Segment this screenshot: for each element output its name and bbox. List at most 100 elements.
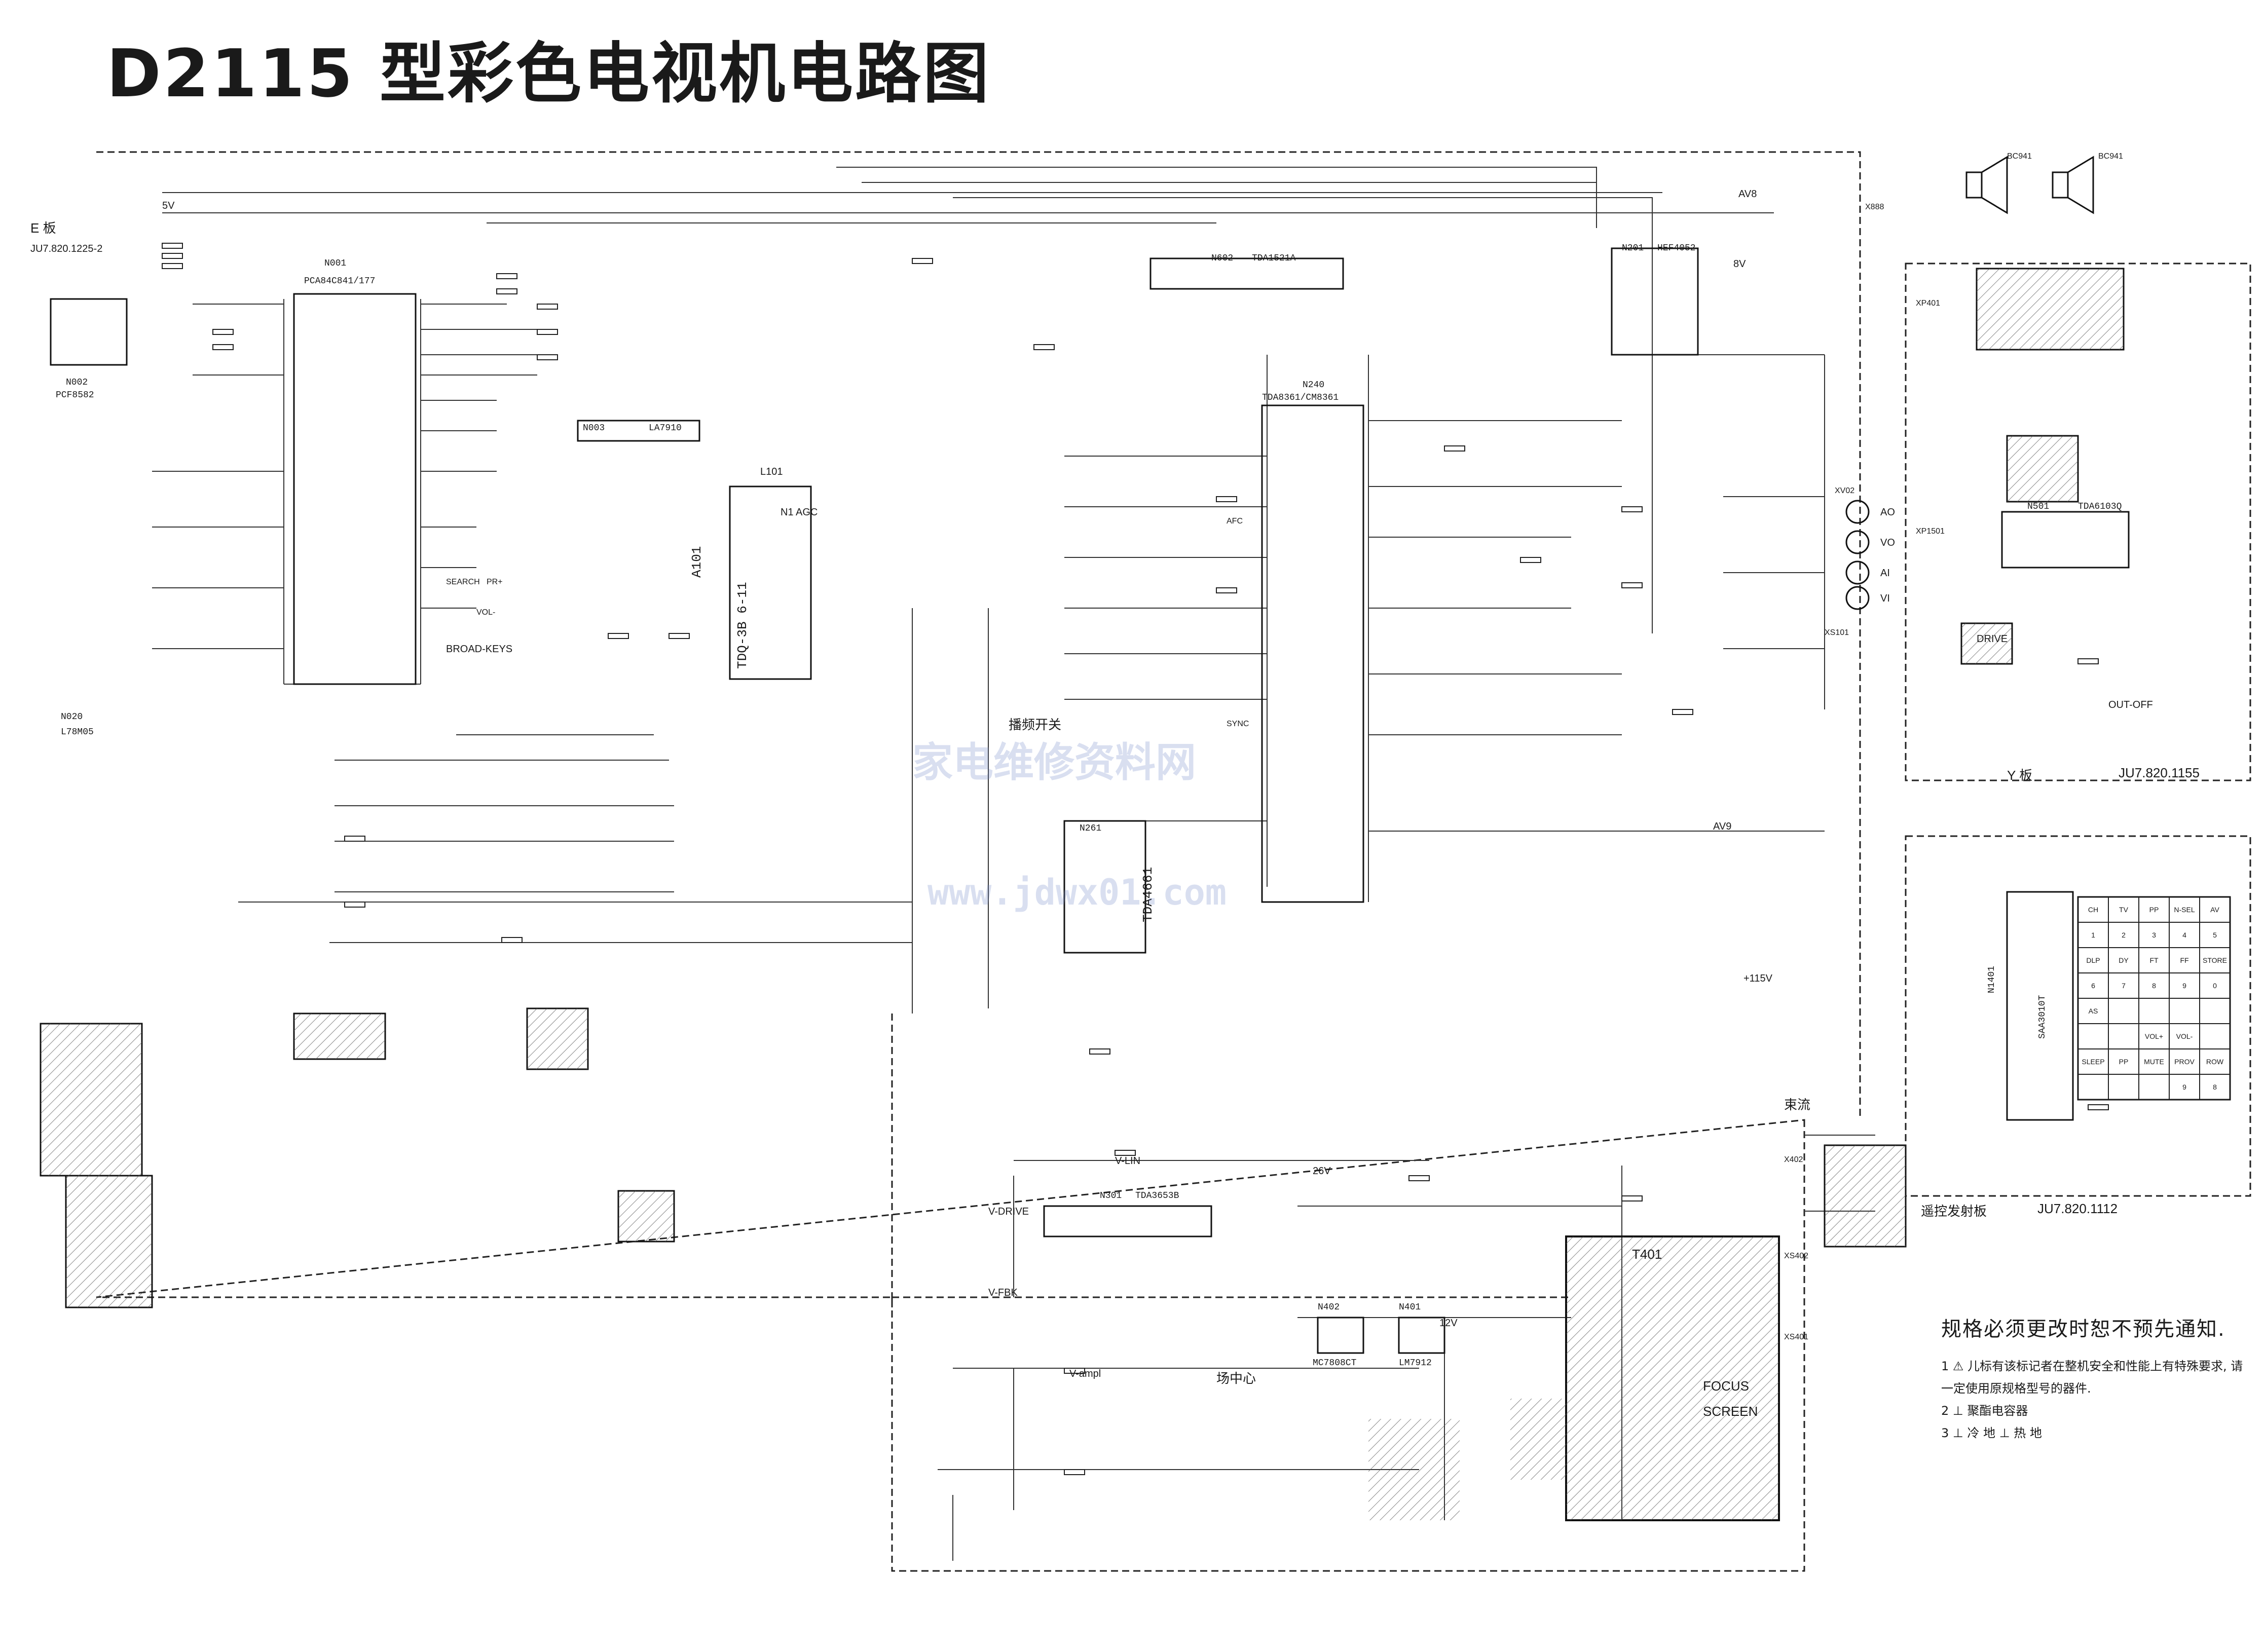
e-board-code: JU7.820.1225-2	[30, 243, 103, 254]
remote-key-cell: 0	[2200, 973, 2230, 998]
remote-key-cell: 8	[2200, 1074, 2230, 1100]
remote-board-label: 遥控发射板	[1921, 1204, 1987, 1219]
av-out-audio-label: AO	[1880, 507, 1895, 518]
vol-key-label: VOL-	[476, 608, 496, 617]
remote-key-cell: DY	[2108, 948, 2139, 973]
pr-key-label: PR+	[487, 578, 503, 586]
remote-key-cell	[2078, 1074, 2108, 1100]
ic-n301-part: TDA3653B	[1135, 1191, 1179, 1201]
v26-label: 26V	[1313, 1166, 1331, 1177]
xv02-label: XV02	[1835, 486, 1855, 495]
ic-n501-label: N501	[2027, 502, 2050, 512]
n240-sync-label: SYNC	[1227, 720, 1249, 728]
ic-n301-label: N301	[1100, 1191, 1122, 1201]
ic-n602-part: TDA1521A	[1252, 253, 1296, 264]
flyback-label: T401	[1632, 1247, 1662, 1262]
watermark-text: 家电维修资料网	[912, 739, 1196, 786]
page-title: D2115 型彩色电视机电路图	[106, 35, 991, 112]
speaker-right-label: BC941	[2098, 152, 2123, 161]
band-switch-label: 播频开关	[1009, 717, 1062, 732]
screen-label: SCREEN	[1703, 1404, 1758, 1419]
notes-item-3: 3 ⊥ 冷 地 ⊥ 热 地	[1941, 1426, 2042, 1440]
remote-key-cell: SLEEP	[2078, 1049, 2108, 1074]
watermark-url: www.jdwx01.com	[927, 872, 1227, 913]
agc-label: N1 AGC	[781, 507, 818, 518]
ic-n1401-label: N1401	[1987, 965, 1997, 993]
remote-key-cell: PROV	[2169, 1049, 2200, 1074]
remote-key-cell: ROW	[2200, 1049, 2230, 1074]
remote-key-cell: MUTE	[2139, 1049, 2169, 1074]
drive-label: DRIVE	[1977, 633, 2008, 645]
remote-key-cell: AS	[2078, 998, 2108, 1024]
y-board-label: Y 板	[2007, 768, 2033, 783]
beam-current-label: 束流	[1784, 1097, 1811, 1112]
xs401-label: XS401	[1784, 1333, 1809, 1341]
remote-key-cell: TV	[2108, 897, 2139, 922]
av9-label: AV9	[1713, 821, 1732, 832]
y-board-code: JU7.820.1155	[2119, 765, 2200, 780]
ic-n261-label: N261	[1080, 823, 1102, 834]
v12-label: 12V	[1439, 1318, 1458, 1329]
ic-n001-label: N001	[324, 258, 347, 269]
broad-keys-label: BROAD-KEYS	[446, 644, 513, 655]
vcc-label: +115V	[1743, 973, 1772, 984]
e-board-label: E 板	[30, 220, 56, 236]
remote-key-cell: VOL-	[2169, 1024, 2200, 1049]
notes-block: 规格必须更改时恕不预先通知. 1 ⚠ 儿标有该标记者在整机安全和性能上有特殊要求…	[1941, 1312, 2245, 1444]
ic-n240-label: N240	[1303, 380, 1325, 390]
remote-key-cell: 1	[2078, 922, 2108, 948]
remote-key-cell	[2108, 998, 2139, 1024]
ic-n402-part: MC7808CT	[1313, 1358, 1357, 1368]
ic-n020-part: L78M05	[61, 727, 94, 737]
xs402-label: XS402	[1784, 1252, 1809, 1260]
remote-key-cell: PP	[2108, 1049, 2139, 1074]
remote-key-cell: 7	[2108, 973, 2139, 998]
remote-key-cell: CH	[2078, 897, 2108, 922]
ic-n602-label: N602	[1211, 253, 1234, 264]
remote-key-cell	[2139, 998, 2169, 1024]
ic-n402-label: N402	[1318, 1302, 1340, 1312]
remote-key-cell: 9	[2169, 973, 2200, 998]
remote-key-cell: FF	[2169, 948, 2200, 973]
v-lin-label: V-LIN	[1115, 1155, 1141, 1167]
remote-key-cell	[2078, 1024, 2108, 1049]
remote-key-cell: 8	[2139, 973, 2169, 998]
ic-n201-label: N201	[1622, 243, 1644, 253]
remote-key-cell	[2108, 1024, 2139, 1049]
x888-label: X888	[1865, 203, 1884, 211]
ic-a101-label: A101	[689, 546, 704, 578]
remote-key-cell: PP	[2139, 897, 2169, 922]
ic-n201-part: HEF4052	[1657, 243, 1696, 253]
ic-n401-label: N401	[1399, 1302, 1421, 1312]
focus-label: FOCUS	[1703, 1378, 1749, 1394]
ic-n401-part: LM7912	[1399, 1358, 1432, 1368]
search-key-label: SEARCH	[446, 578, 480, 586]
av-out-video-label: VO	[1880, 537, 1895, 548]
speaker-left-label: BC941	[2007, 152, 2032, 161]
ic-n003-part: LA7910	[649, 423, 682, 433]
notes-item-2: 2 ⊥ 聚酯电容器	[1941, 1404, 2028, 1418]
remote-key-cell: N-SEL	[2169, 897, 2200, 922]
v8-label: 8V	[1733, 258, 1746, 270]
v5-label: 5V	[162, 200, 175, 211]
remote-key-cell	[2200, 1024, 2230, 1049]
av8-label: AV8	[1738, 189, 1757, 200]
l101-label: L101	[760, 466, 783, 477]
remote-board-code: JU7.820.1112	[2037, 1201, 2118, 1216]
notes-head: 规格必须更改时恕不预先通知.	[1941, 1318, 2225, 1341]
av-in-video-label: VI	[1880, 593, 1890, 604]
remote-key-cell	[2108, 1074, 2139, 1100]
remote-key-cell: 6	[2078, 973, 2108, 998]
ic-n020-label: N020	[61, 712, 83, 722]
remote-key-cell	[2139, 1074, 2169, 1100]
ic-n1401-part: SAA3010T	[2037, 995, 2048, 1039]
ic-n240-part: TDA8361/CM8361	[1262, 393, 1339, 403]
ic-n001-part: PCA84C841/177	[304, 276, 376, 286]
remote-key-cell: 9	[2169, 1074, 2200, 1100]
ic-a101-part: TDQ-3B 6-11	[735, 582, 750, 669]
xs101-label: XS101	[1825, 628, 1849, 637]
remote-key-cell: VOL+	[2139, 1024, 2169, 1049]
remote-key-cell	[2169, 998, 2200, 1024]
